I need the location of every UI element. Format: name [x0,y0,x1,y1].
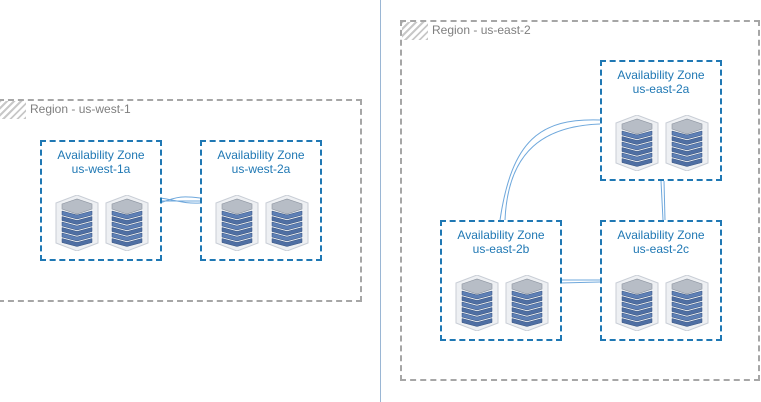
zone-title: Availability Zone us-west-1a [57,148,145,176]
zone-title: Availability Zone us-west-2a [217,148,305,176]
server-rack-icon [615,275,709,331]
server-rack-icon [505,275,549,331]
link-east-2a-east-2c [660,180,664,221]
region-label: Region - us-west-1 [30,102,131,116]
server-rack-icon [215,195,309,251]
server-rack-icon [665,275,709,331]
link-west-1a-west-2a [159,196,201,204]
server-rack-icon [55,195,99,251]
server-rack-icon [455,275,499,331]
zone-us-east-2a[interactable]: Availability Zone us-east-2a [600,60,722,181]
link-east-2a-east-2c [663,180,666,221]
link-east-2a-east-2b [499,119,601,221]
zone-title: Availability Zone us-east-2b [457,228,545,256]
link-east-2a-east-2b [504,123,601,221]
zone-us-east-2c[interactable]: Availability Zone us-east-2c [600,220,722,341]
region-us-east-2[interactable]: Region - us-east-2 [400,20,760,381]
region-badge-icon [402,22,428,40]
server-rack-icon [55,195,149,251]
server-rack-icon [265,195,309,251]
link-east-2b-east-2c [559,281,601,284]
region-label: Region - us-east-2 [432,23,531,37]
panel-divider [380,0,381,402]
server-rack-icon [105,195,149,251]
server-rack-icon [215,195,259,251]
server-rack-icon [615,115,659,171]
region-us-west-1[interactable]: Region - us-west-1 [0,99,362,302]
zone-us-east-2b[interactable]: Availability Zone us-east-2b [440,220,562,341]
link-west-1a-west-2a [159,197,201,204]
server-rack-icon [455,275,549,331]
server-rack-icon [615,275,659,331]
zone-title: Availability Zone us-east-2c [617,228,705,256]
zone-title: Availability Zone us-east-2a [617,68,705,96]
zone-us-west-2a[interactable]: Availability Zone us-west-2a [200,140,322,261]
server-rack-icon [665,115,709,171]
zone-us-west-1a[interactable]: Availability Zone us-west-1a [40,140,162,261]
server-rack-icon [615,115,709,171]
region-badge-icon [0,101,26,119]
